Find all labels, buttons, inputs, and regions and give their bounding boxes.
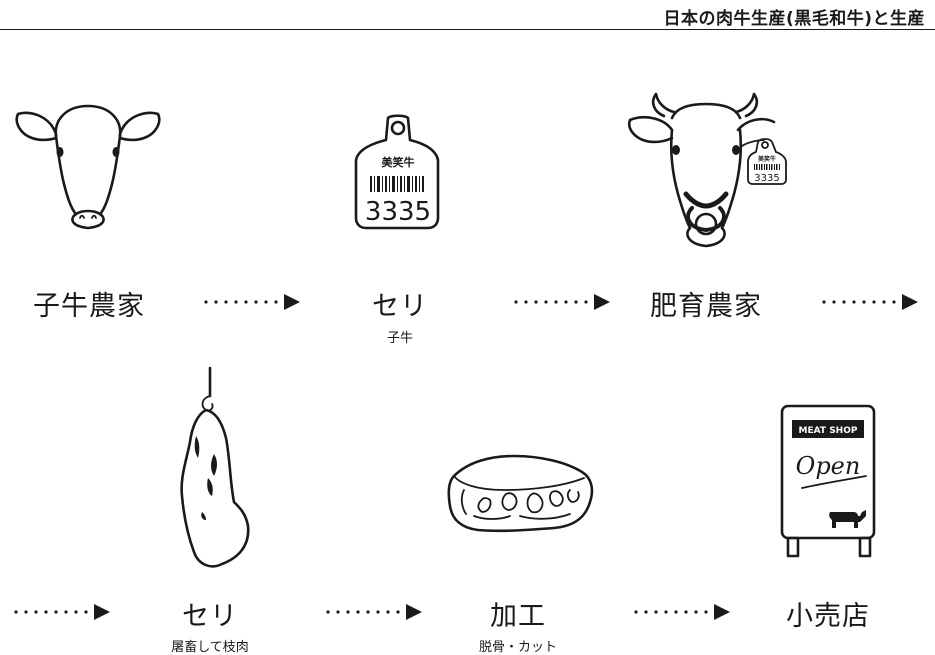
page-title: 日本の肉牛生産(黒毛和牛)と生産 (663, 9, 925, 29)
step-auction-sub: 子牛 (386, 331, 413, 346)
small-ear-tag-number: 3335 (754, 173, 779, 184)
arrow-right-icon (514, 294, 610, 310)
carcass-icon (180, 366, 250, 568)
step-carcass-auction-sub: 屠畜して枝肉 (171, 640, 249, 655)
arrow-right-icon (14, 604, 110, 620)
meat-block-icon (447, 454, 594, 533)
shop-sign-script: Open (796, 452, 861, 480)
cow-head-icon: 美笑牛 3335 (627, 92, 787, 248)
ear-tag-number: 3335 (365, 197, 431, 227)
step-fattening-farmer-label: 肥育農家 (650, 291, 762, 322)
arrow-right-icon (822, 294, 918, 310)
shop-sign-header: MEAT SHOP (799, 426, 858, 436)
ear-tag-icon: 美笑牛 3335 (354, 114, 440, 230)
shop-sign-icon: MEAT SHOP Open (780, 404, 876, 558)
step-retailer-label: 小売店 (786, 601, 870, 632)
step-calf-farmer-label: 子牛農家 (33, 291, 145, 322)
arrow-right-icon (204, 294, 300, 310)
small-ear-tag-brand: 美笑牛 (757, 155, 776, 163)
step-processing-sub: 脱骨・カット (478, 640, 557, 655)
calf-head-icon (15, 104, 161, 230)
step-carcass-auction-label: セリ (182, 601, 238, 632)
step-processing-label: 加工 (490, 601, 546, 632)
arrow-right-icon (326, 604, 422, 620)
step-auction-label: セリ (372, 291, 428, 322)
ear-tag-brand: 美笑牛 (382, 155, 415, 169)
arrow-right-icon (634, 604, 730, 620)
header-divider (0, 29, 935, 30)
